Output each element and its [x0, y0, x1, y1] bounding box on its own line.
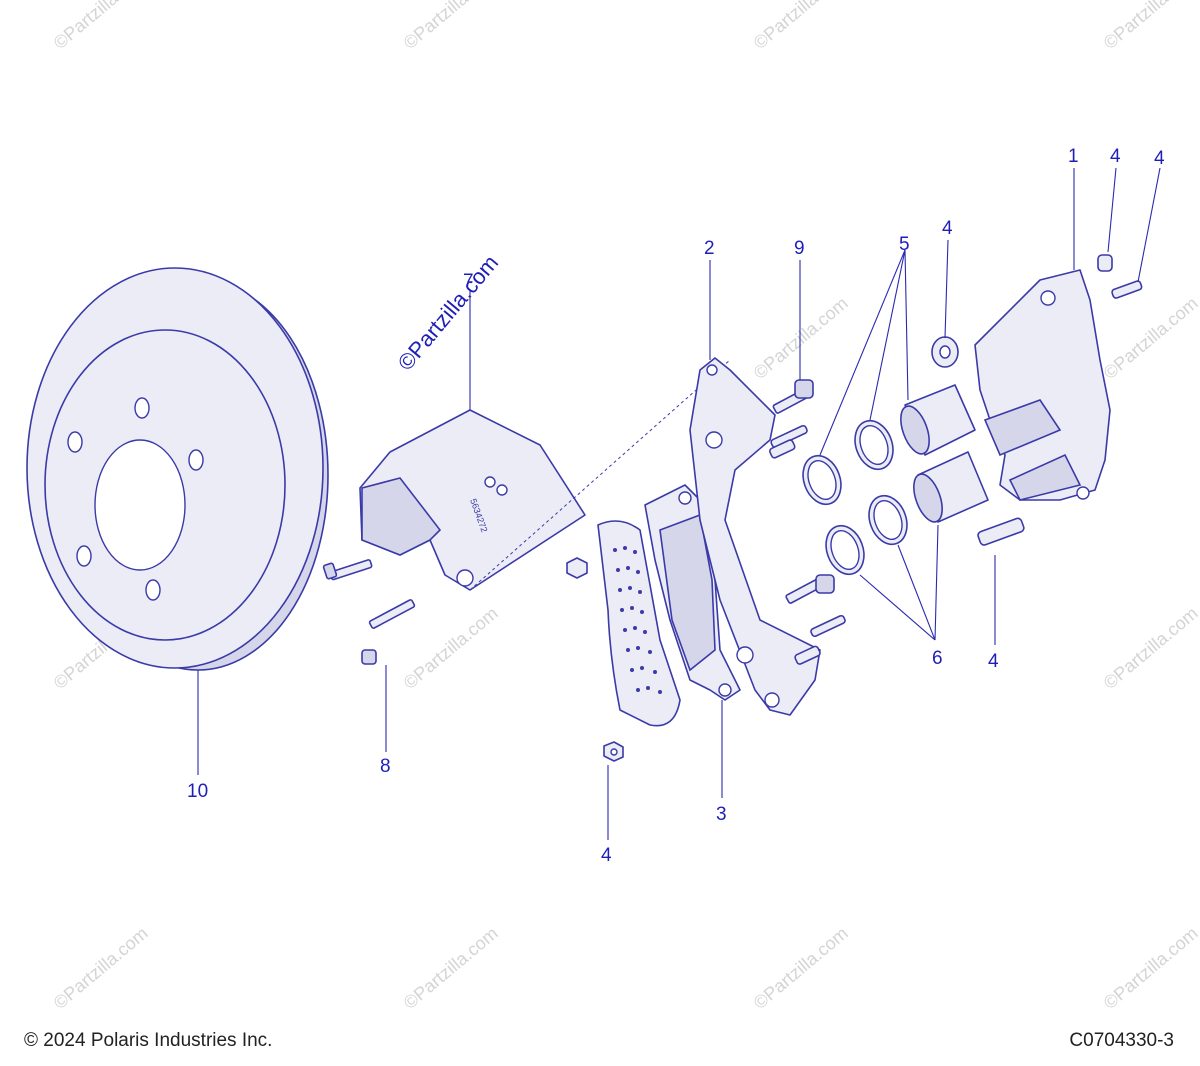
- callout-4: 4: [988, 651, 999, 672]
- watermark: ©Partzilla.com: [50, 923, 152, 1013]
- callout-4: 4: [1110, 146, 1121, 167]
- nut-4-lower: [603, 741, 624, 762]
- callout-4: 4: [1154, 148, 1165, 169]
- caliper-piston: [913, 451, 989, 523]
- callout-4: 4: [601, 845, 612, 866]
- plug-4: [1097, 254, 1113, 272]
- caliper-body: [974, 269, 1111, 501]
- nut-4-pad: [566, 557, 588, 579]
- diagram-code: C0704330-3: [1069, 1030, 1174, 1051]
- washer-4: [931, 336, 959, 368]
- leader-lines: [197, 167, 1161, 840]
- seal-ring: [802, 454, 842, 506]
- watermark: ©Partzilla.com: [50, 0, 152, 53]
- watermark: ©Partzilla.com: [1100, 603, 1200, 693]
- copyright-text: © 2024 Polaris Industries Inc.: [24, 1030, 273, 1051]
- bolt-shield: [322, 559, 373, 581]
- bleeder-4: [1111, 280, 1143, 299]
- callout-7: 7: [463, 271, 474, 292]
- watermark: ©Partzilla.com: [400, 0, 502, 53]
- bolt-9-upper: [772, 379, 814, 414]
- callout-10: 10: [187, 781, 208, 802]
- brake-shield: 5634272: [359, 409, 586, 591]
- seal-ring: [825, 524, 865, 576]
- callout-2: 2: [704, 238, 715, 259]
- anchor-bracket: [689, 357, 846, 716]
- watermark: ©Partzilla.com: [1100, 293, 1200, 383]
- watermark: ©Partzilla.com: [750, 923, 852, 1013]
- callout-1: 1: [1068, 146, 1079, 167]
- watermark: ©Partzilla.com: [400, 923, 502, 1013]
- callout-3: 3: [716, 804, 727, 825]
- watermark: ©Partzilla.com: [750, 0, 852, 53]
- callout-6: 6: [932, 648, 943, 669]
- bolt-8: [361, 599, 416, 665]
- seal-ring: [854, 419, 894, 471]
- pin-4: [977, 517, 1025, 546]
- brake-rotor: [26, 267, 329, 671]
- callout-5: 5: [899, 234, 910, 255]
- callout-8: 8: [380, 756, 391, 777]
- seal-ring: [868, 494, 908, 546]
- watermark: ©Partzilla.com: [1100, 923, 1200, 1013]
- outer-brake-pad: [597, 520, 681, 727]
- callouts: 1 2 3 4 4 4 4 4 5 6 7 8 9 10: [187, 146, 1165, 866]
- callout-9: 9: [794, 238, 805, 259]
- callout-4: 4: [942, 218, 953, 239]
- watermark: ©Partzilla.com: [1100, 0, 1200, 53]
- watermark: ©Partzilla.com: [750, 293, 852, 383]
- bolt-9-lower: [785, 574, 835, 604]
- alignment-line: [469, 359, 731, 591]
- caliper-piston: [900, 384, 976, 456]
- center-watermark: ©Partzilla.com: [393, 250, 504, 375]
- watermark: ©Partzilla.com: [400, 603, 502, 693]
